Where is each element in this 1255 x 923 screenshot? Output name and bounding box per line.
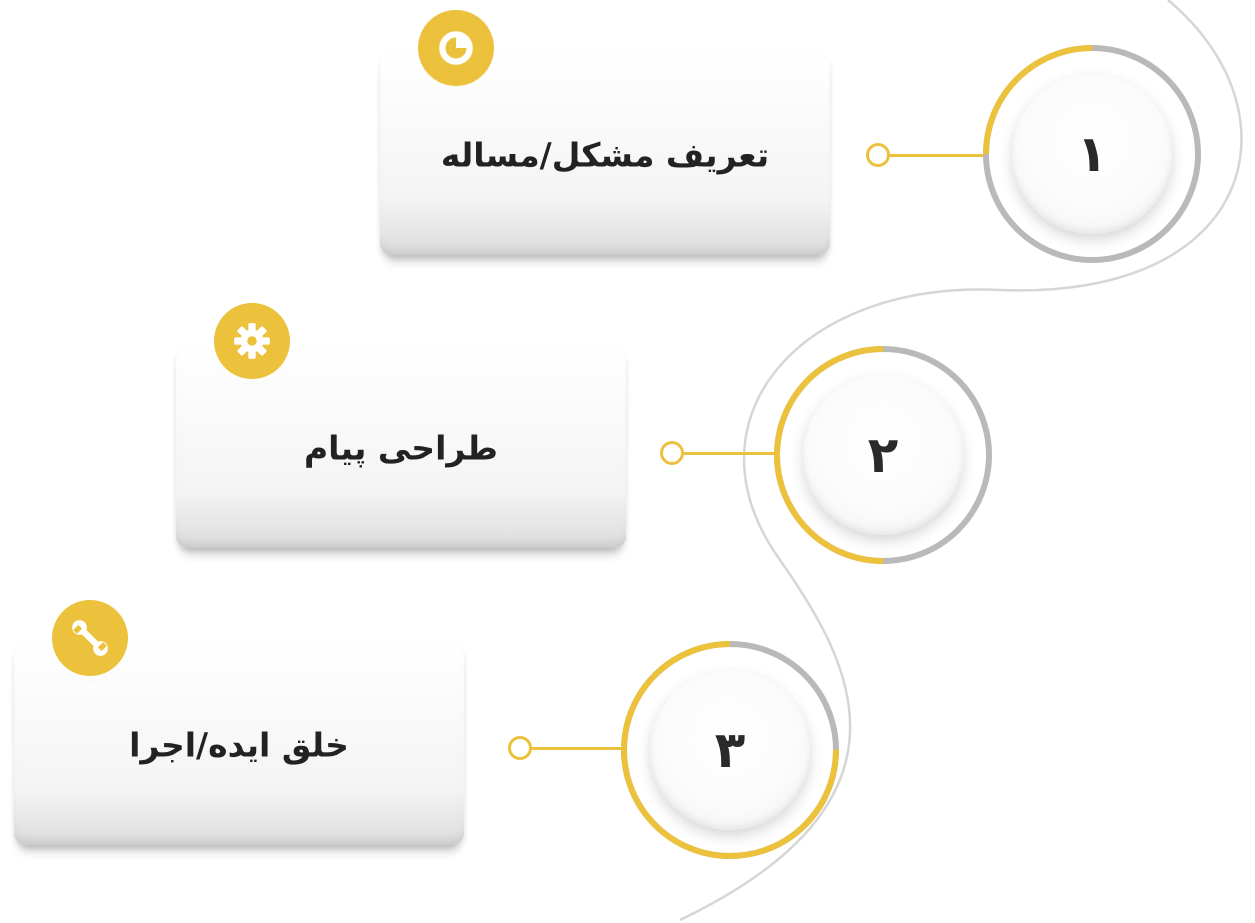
step-3-number: ۳ bbox=[714, 721, 746, 779]
step-1-card: تعریف مشکل/مساله bbox=[380, 55, 830, 255]
wrench-icon bbox=[52, 600, 128, 676]
gear-icon bbox=[214, 303, 290, 379]
step-3-badge: ۳ bbox=[650, 670, 810, 830]
step-2-badge: ۲ bbox=[803, 375, 963, 535]
step-2-progress-ring bbox=[774, 346, 992, 564]
step-2-card: طراحی پیام bbox=[176, 348, 626, 548]
step-1-number: ۱ bbox=[1076, 125, 1108, 183]
step-3-card: خلق ایده/اجرا bbox=[14, 645, 464, 845]
pie-chart-icon bbox=[418, 10, 494, 86]
step-3-progress-ring bbox=[621, 641, 839, 859]
step-2-label: طراحی پیام bbox=[303, 428, 499, 468]
step-1-label: تعریف مشکل/مساله bbox=[440, 135, 770, 175]
step-2-connector bbox=[660, 441, 778, 465]
step-1-progress-ring bbox=[983, 45, 1201, 263]
step-1-connector bbox=[866, 143, 988, 167]
step-1-badge: ۱ bbox=[1012, 74, 1172, 234]
step-2-number: ۲ bbox=[867, 426, 899, 484]
step-3-connector bbox=[508, 736, 626, 760]
step-3-label: خلق ایده/اجرا bbox=[129, 725, 349, 765]
